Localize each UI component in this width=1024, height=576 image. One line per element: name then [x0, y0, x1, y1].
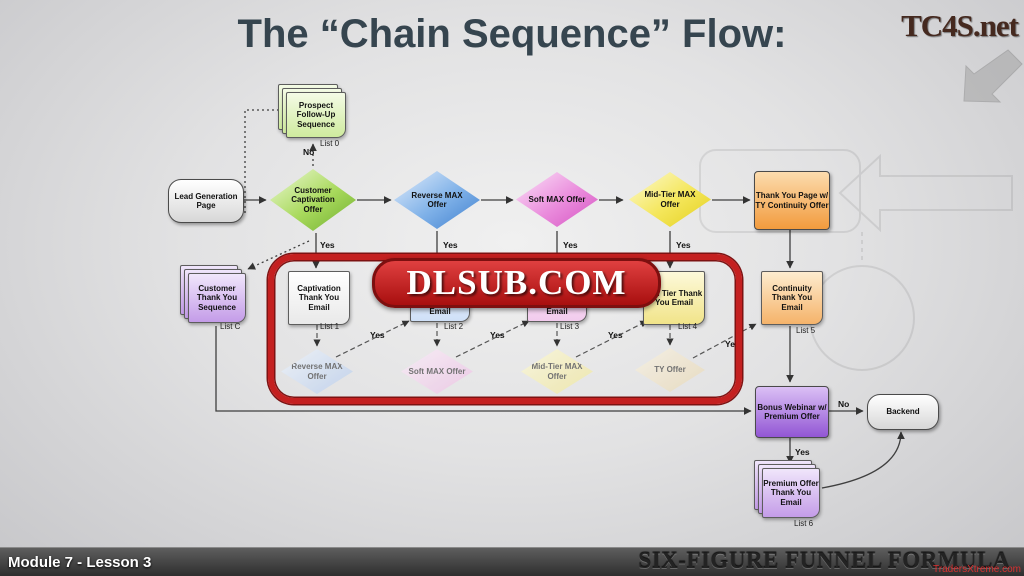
node-customer-ty-sequence: Customer Thank You Sequence	[180, 265, 246, 323]
node-soft-max-sub: Soft MAX Offer	[401, 349, 473, 394]
node-captivation-ty-email: Captivation Thank You Email	[288, 271, 350, 325]
list-tag: List 5	[796, 326, 816, 335]
yes-label: Yes	[443, 240, 458, 250]
yes-label: Yes	[608, 330, 623, 340]
dlsub-watermark: DLSUB.COM	[372, 258, 661, 308]
site-credit: TradersXtreme.com	[933, 564, 1021, 575]
yes-label: Yes	[370, 330, 385, 340]
node-thank-you-page: Thank You Page w/ TY Continuity Offer	[754, 171, 830, 230]
lesson-label: Module 7 - Lesson 3	[8, 554, 152, 571]
page-front: Customer Thank You Sequence	[188, 273, 246, 323]
corner-arrow-sketch	[963, 49, 1023, 103]
node-midtier-max-sub: Mid-Tier MAX Offer	[521, 349, 593, 394]
node-premium-ty-email: Premium Offer Thank You Email	[754, 460, 820, 518]
list-tag: List 6	[794, 519, 814, 528]
tc4s-logo: TC4S.net	[901, 8, 1019, 43]
node-midtier-max-offer: Mid-Tier MAX Offer	[629, 172, 711, 227]
node-continuity-ty-email: Continuity Thank You Email	[761, 271, 823, 325]
yes-label: Yes	[320, 240, 335, 250]
list-tag: List C	[220, 322, 241, 331]
no-label: No	[838, 399, 850, 409]
yes-label: Yes	[676, 240, 691, 250]
list-tag: List 3	[560, 322, 580, 331]
footer-bar: Module 7 - Lesson 3 SIX-FIGURE FUNNEL FO…	[0, 547, 1024, 576]
yes-label: Yes	[795, 447, 810, 457]
yes-label: Yes	[563, 240, 578, 250]
page-title: The “Chain Sequence” Flow:	[237, 12, 787, 56]
page-front: Prospect Follow-Up Sequence	[286, 92, 346, 138]
node-bonus-webinar: Bonus Webinar w/ Premium Offer	[755, 386, 829, 438]
list-tag: List 2	[444, 322, 464, 331]
node-lead-generation-page: Lead Generation Page	[168, 179, 244, 223]
yes-label: Yes	[490, 330, 505, 340]
node-reverse-max-offer: Reverse MAX Offer	[394, 171, 480, 229]
node-customer-captivation-offer: Customer Captivation Offer	[270, 169, 356, 231]
page-front: Premium Offer Thank You Email	[762, 468, 820, 518]
node-ty-offer: TY Offer	[635, 348, 705, 392]
yes-label: Yes	[725, 339, 740, 349]
list-tag: List 0	[320, 139, 340, 148]
node-reverse-max-sub: Reverse MAX Offer	[281, 349, 353, 394]
node-prospect-followup-sequence: Prospect Follow-Up Sequence	[278, 84, 346, 138]
list-tag: List 1	[320, 322, 340, 331]
no-label: No	[303, 147, 315, 157]
list-tag: List 4	[678, 322, 698, 331]
brand-label: SIX-FIGURE FUNNEL FORMULA	[638, 548, 1010, 573]
node-soft-max-offer: Soft MAX Offer	[516, 172, 598, 227]
node-backend: Backend	[867, 394, 939, 430]
